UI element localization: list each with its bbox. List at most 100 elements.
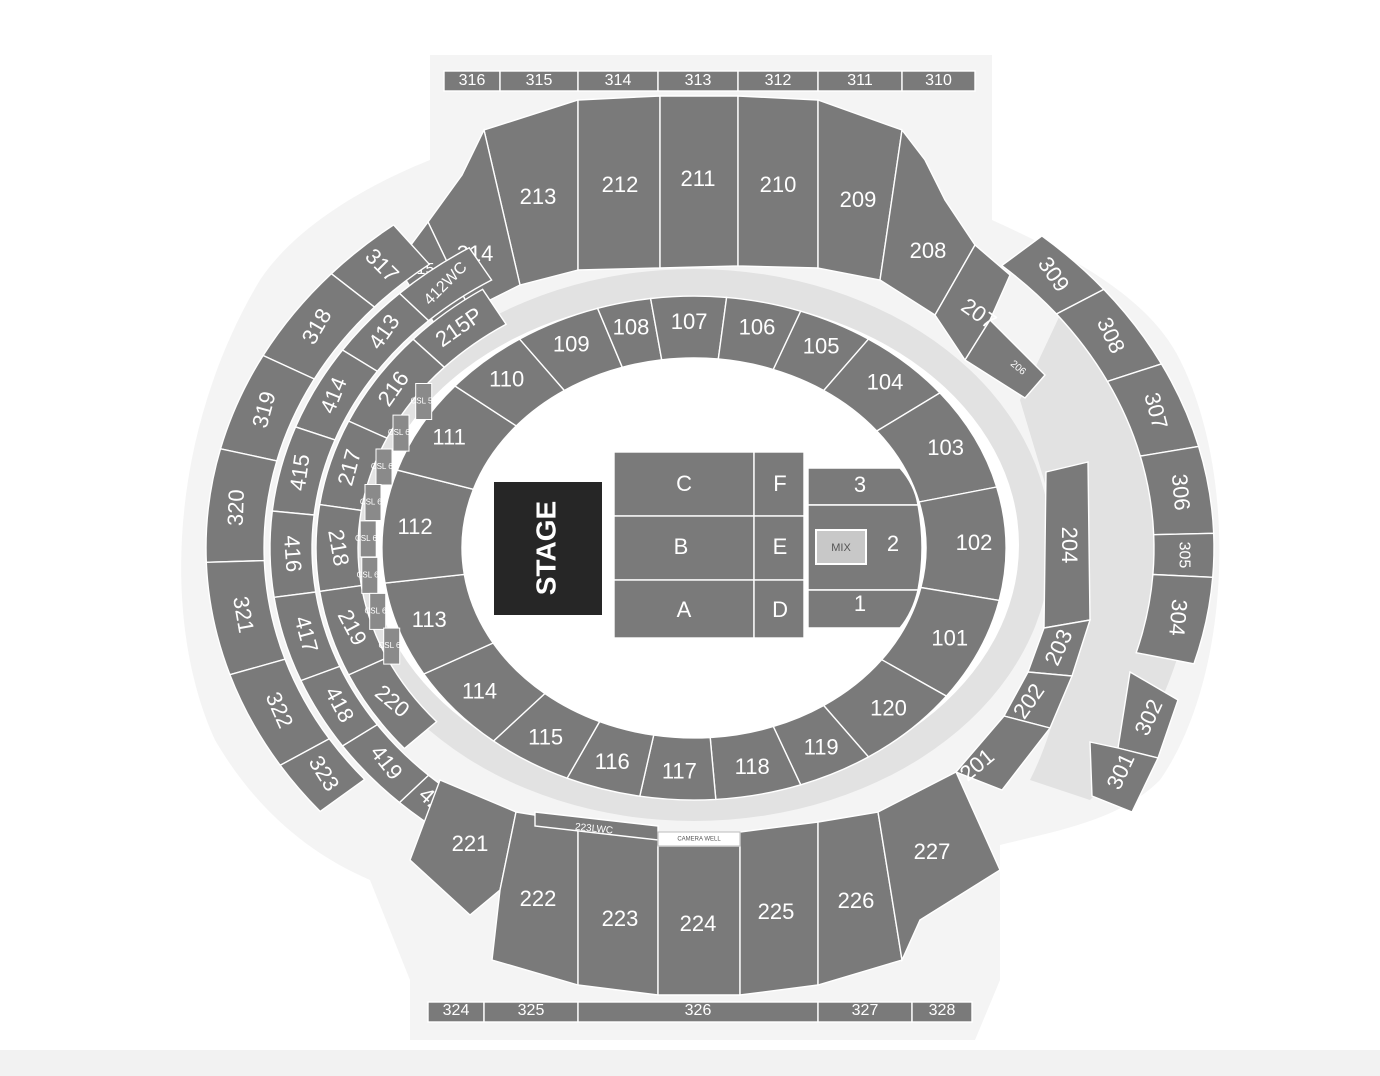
section-shape[interactable] <box>453 338 566 427</box>
section-324[interactable]: 324 <box>427 1001 485 1023</box>
section-shape[interactable] <box>499 70 579 92</box>
section-316[interactable]: 316 <box>443 70 501 92</box>
stage <box>494 482 602 615</box>
section-shape[interactable] <box>364 484 382 521</box>
section-211[interactable]: 211 <box>659 95 739 269</box>
section-shape[interactable] <box>737 70 819 92</box>
section-shape[interactable] <box>807 467 919 506</box>
section-shape[interactable] <box>817 70 903 92</box>
section-shape[interactable] <box>613 579 755 639</box>
section-shape[interactable] <box>443 70 501 92</box>
section-shape[interactable] <box>911 1001 973 1023</box>
section-shape[interactable] <box>299 665 379 747</box>
section-shape[interactable] <box>739 821 819 996</box>
section-314[interactable]: 314 <box>577 70 659 92</box>
section-shape[interactable] <box>369 592 387 630</box>
section-shape[interactable] <box>577 821 659 996</box>
section-223[interactable]: 223 <box>577 821 659 996</box>
section-shape[interactable] <box>409 779 517 916</box>
section-shape[interactable] <box>1089 741 1160 813</box>
section-shape[interactable] <box>315 503 363 593</box>
section-shape[interactable] <box>271 426 336 516</box>
section-shape[interactable] <box>964 318 1046 399</box>
section-210[interactable]: 210 <box>737 95 819 269</box>
section-shape[interactable] <box>577 70 659 92</box>
section-shape[interactable] <box>753 579 805 639</box>
section-225[interactable]: 225 <box>739 821 819 996</box>
section-shape[interactable] <box>262 272 376 380</box>
section-shape[interactable] <box>1135 573 1214 665</box>
section-shape[interactable] <box>649 295 728 361</box>
section-204[interactable]: 204 <box>1043 461 1091 629</box>
section-shape[interactable] <box>359 520 377 558</box>
section-shape[interactable] <box>807 589 919 629</box>
section-shape[interactable] <box>273 591 341 682</box>
section-shape[interactable] <box>205 559 286 676</box>
section-327[interactable]: 327 <box>817 1001 913 1023</box>
section-shape[interactable] <box>577 95 661 271</box>
section-shape[interactable] <box>737 95 819 269</box>
section-325[interactable]: 325 <box>483 1001 579 1023</box>
section-shape[interactable] <box>877 771 1001 963</box>
section-107[interactable]: 107 <box>649 295 728 361</box>
section-shape[interactable] <box>657 70 739 92</box>
section-b[interactable]: B <box>613 515 755 581</box>
section-shape[interactable] <box>341 723 430 804</box>
section-shape[interactable] <box>1043 461 1091 629</box>
section-315[interactable]: 315 <box>499 70 579 92</box>
section-shape[interactable] <box>341 292 430 373</box>
section-shape[interactable] <box>918 486 1007 602</box>
section-311[interactable]: 311 <box>817 70 903 92</box>
section-c[interactable]: C <box>613 451 755 517</box>
section-shape[interactable] <box>361 556 379 594</box>
section-shape[interactable] <box>375 448 393 486</box>
section-shape[interactable] <box>318 420 388 512</box>
section-416[interactable]: 416 <box>269 510 317 599</box>
section-shape[interactable] <box>954 715 1052 791</box>
section-f[interactable]: F <box>753 451 805 517</box>
section-shape[interactable] <box>613 451 755 517</box>
section-shape[interactable] <box>901 70 976 92</box>
section-218[interactable]: 218 <box>315 503 363 593</box>
section-shape[interactable] <box>398 246 493 322</box>
section-shape[interactable] <box>412 288 508 369</box>
section-212[interactable]: 212 <box>577 95 661 271</box>
section-shape[interactable] <box>753 451 805 517</box>
section-shape[interactable] <box>228 658 331 767</box>
section-310[interactable]: 310 <box>901 70 976 92</box>
section-3[interactable]: 3 <box>807 467 919 506</box>
section-224[interactable]: 224 <box>657 845 741 996</box>
section-shape[interactable] <box>383 627 401 665</box>
section-shape[interactable] <box>415 383 433 420</box>
section-shape[interactable] <box>934 243 1011 362</box>
section-shape[interactable] <box>427 1001 485 1023</box>
section-shape[interactable] <box>1152 532 1215 579</box>
section-shape[interactable] <box>392 414 410 452</box>
section-328[interactable]: 328 <box>911 1001 973 1023</box>
section-305[interactable]: 305 <box>1152 532 1215 579</box>
section-shape[interactable] <box>613 515 755 581</box>
stage-label: STAGE <box>530 501 561 595</box>
section-shape[interactable] <box>269 510 317 599</box>
section-shape[interactable] <box>483 1001 579 1023</box>
section-a[interactable]: A <box>613 579 755 639</box>
section-112[interactable]: 112 <box>381 469 475 584</box>
section-shape[interactable] <box>205 447 278 564</box>
section-shape[interactable] <box>279 737 366 813</box>
section-1[interactable]: 1 <box>807 589 919 629</box>
section-shape[interactable] <box>330 223 431 309</box>
section-shape[interactable] <box>659 95 739 269</box>
section-shape[interactable] <box>294 349 379 441</box>
section-313[interactable]: 313 <box>657 70 739 92</box>
section-shape[interactable] <box>219 354 316 462</box>
section-shape[interactable] <box>577 1001 819 1023</box>
section-shape[interactable] <box>657 845 741 996</box>
section-e[interactable]: E <box>753 515 805 581</box>
section-326[interactable]: 326 <box>577 1001 819 1023</box>
section-shape[interactable] <box>753 515 805 581</box>
section-312[interactable]: 312 <box>737 70 819 92</box>
section-shape[interactable] <box>817 1001 913 1023</box>
section-shape[interactable] <box>381 469 475 584</box>
section-d[interactable]: D <box>753 579 805 639</box>
section-102[interactable]: 102 <box>918 486 1007 602</box>
